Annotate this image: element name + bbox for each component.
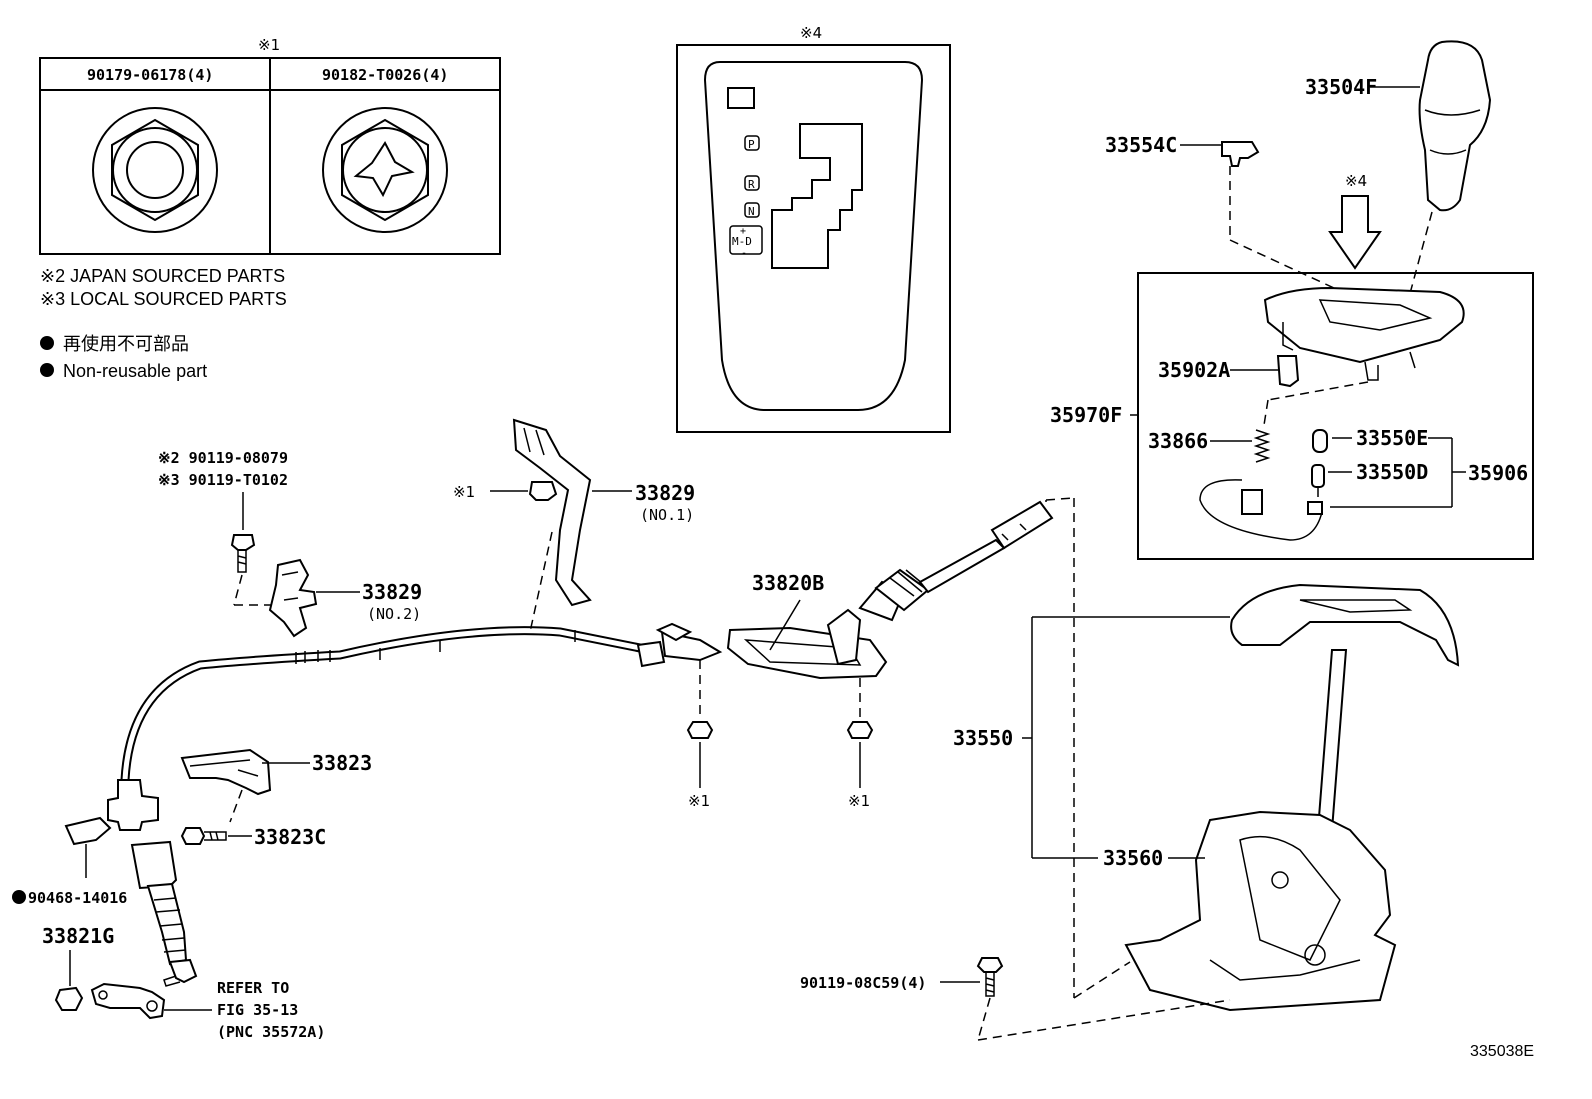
shift-knob-icon (1418, 40, 1492, 212)
table-mark: ※1 (258, 36, 280, 54)
bolt-icon (230, 534, 256, 573)
locking-nut-icon (322, 107, 448, 233)
gate-label-minus: - (741, 248, 747, 259)
bullet-icon (40, 336, 54, 350)
nut-mark-1: ※1 (688, 792, 710, 810)
label-35970F: 35970F (1050, 403, 1122, 427)
label-33820B: 33820B (752, 571, 824, 595)
label-33829-no2-sub: (NO.2) (367, 605, 421, 623)
label-33554C: 33554C (1105, 133, 1177, 157)
label-35902A: 35902A (1158, 358, 1230, 382)
note-nonreusable: Non-reusable part (63, 361, 207, 381)
control-lever-icon (90, 982, 166, 1020)
label-33550D: 33550D (1356, 460, 1428, 484)
hex-nut-icon (92, 107, 218, 233)
nut-mark-2: ※1 (848, 792, 870, 810)
clip-35902A-icon (1276, 355, 1300, 388)
lever-base-33560-icon (1124, 810, 1397, 1012)
label-refer-fig: FIG 35-13 (217, 1001, 298, 1019)
figure-code: 335038E (1470, 1043, 1534, 1060)
bracket-33829-no1-icon (512, 418, 592, 607)
label-90468-14016: 90468-14016 (28, 889, 127, 907)
label-33821G: 33821G (42, 924, 114, 948)
arrow-mark-4: ※4 (1345, 172, 1367, 190)
clip-90468-icon (64, 816, 112, 846)
shift-cable-group: 33820B ※1 ※1 ※1 33829 (NO.1) ※2 90119-08… (12, 418, 1054, 1041)
bezel-35970F-icon (1263, 286, 1465, 364)
label-refer-pnc: (PNC 35572A) (217, 1023, 325, 1041)
label-33550E: 33550E (1356, 426, 1428, 450)
selector-base-33820B-icon (726, 626, 888, 680)
note-local-sourced: ※3 LOCAL SOURCED PARTS (40, 289, 287, 309)
clip-mark-1: ※1 (453, 483, 475, 501)
bushing-33821G-icon (54, 986, 84, 1011)
label-bolt-local: ※3 90119-T0102 (158, 471, 288, 489)
label-bolt-japan: ※2 90119-08079 (158, 449, 288, 467)
flange-nut-icon (846, 721, 874, 739)
socket-33550D-icon (1311, 464, 1325, 488)
lever-rod-icon (1316, 649, 1348, 831)
bracket-33823-icon (180, 748, 272, 796)
gate-label-r: R (748, 178, 755, 191)
bullet-icon (40, 363, 54, 377)
clip-nut-icon (528, 481, 558, 501)
label-33550: 33550 (953, 726, 1013, 750)
note-nonreusable-jp: 再使用不可部品 (63, 334, 189, 354)
nonreusable-bullet-icon (12, 890, 26, 904)
flange-nut-icon (686, 721, 714, 739)
label-33823C: 33823C (254, 825, 326, 849)
label-90119-08C59: 90119-08C59(4) (800, 974, 926, 992)
wire-harness-icon (1199, 479, 1323, 541)
shift-knob-group: 33504F 33554C ※4 35970F 35902A 33866 335… (1050, 40, 1534, 560)
label-refer-to: REFER TO (217, 979, 289, 997)
bulb-33550E-icon (1312, 429, 1328, 453)
label-33504F: 33504F (1305, 75, 1377, 99)
bolt-33823C-icon (180, 827, 227, 845)
label-33829-no1: 33829 (635, 481, 695, 505)
nut-table: ※1 90179-06178(4) 90182-T0026(4) (39, 36, 501, 255)
gate-label-plus: + (740, 226, 746, 237)
label-33829-no2: 33829 (362, 580, 422, 604)
legend-notes: ※2 JAPAN SOURCED PARTS ※3 LOCAL SOURCED … (40, 266, 287, 381)
gate-mark: ※4 (800, 24, 822, 42)
label-33560: 33560 (1103, 846, 1163, 870)
gate-label-n: N (748, 205, 755, 218)
bolt-90119-08C59-icon (976, 957, 1004, 997)
label-33823: 33823 (312, 751, 372, 775)
shift-lever-assy: 33550 33560 90119-08C59(4) (800, 497, 1460, 1041)
view-arrow-icon (1328, 195, 1382, 270)
spring-33866-icon (1253, 429, 1271, 463)
label-35906: 35906 (1468, 461, 1528, 485)
table-col2-header: 90182-T0026(4) (322, 66, 448, 84)
cable-rod-icon (918, 538, 1006, 594)
label-33866: 33866 (1148, 429, 1208, 453)
shift-gate-panel: ※4 P R N + M-D - (676, 24, 951, 433)
gate-label-md: M-D (732, 235, 752, 248)
note-japan-sourced: ※2 JAPAN SOURCED PARTS (40, 266, 285, 286)
label-33829-no1-sub: (NO.1) (640, 506, 694, 524)
gate-label-p: P (748, 138, 755, 151)
clip-33554C-icon (1221, 141, 1260, 167)
table-col1-header: 90179-06178(4) (87, 66, 213, 84)
